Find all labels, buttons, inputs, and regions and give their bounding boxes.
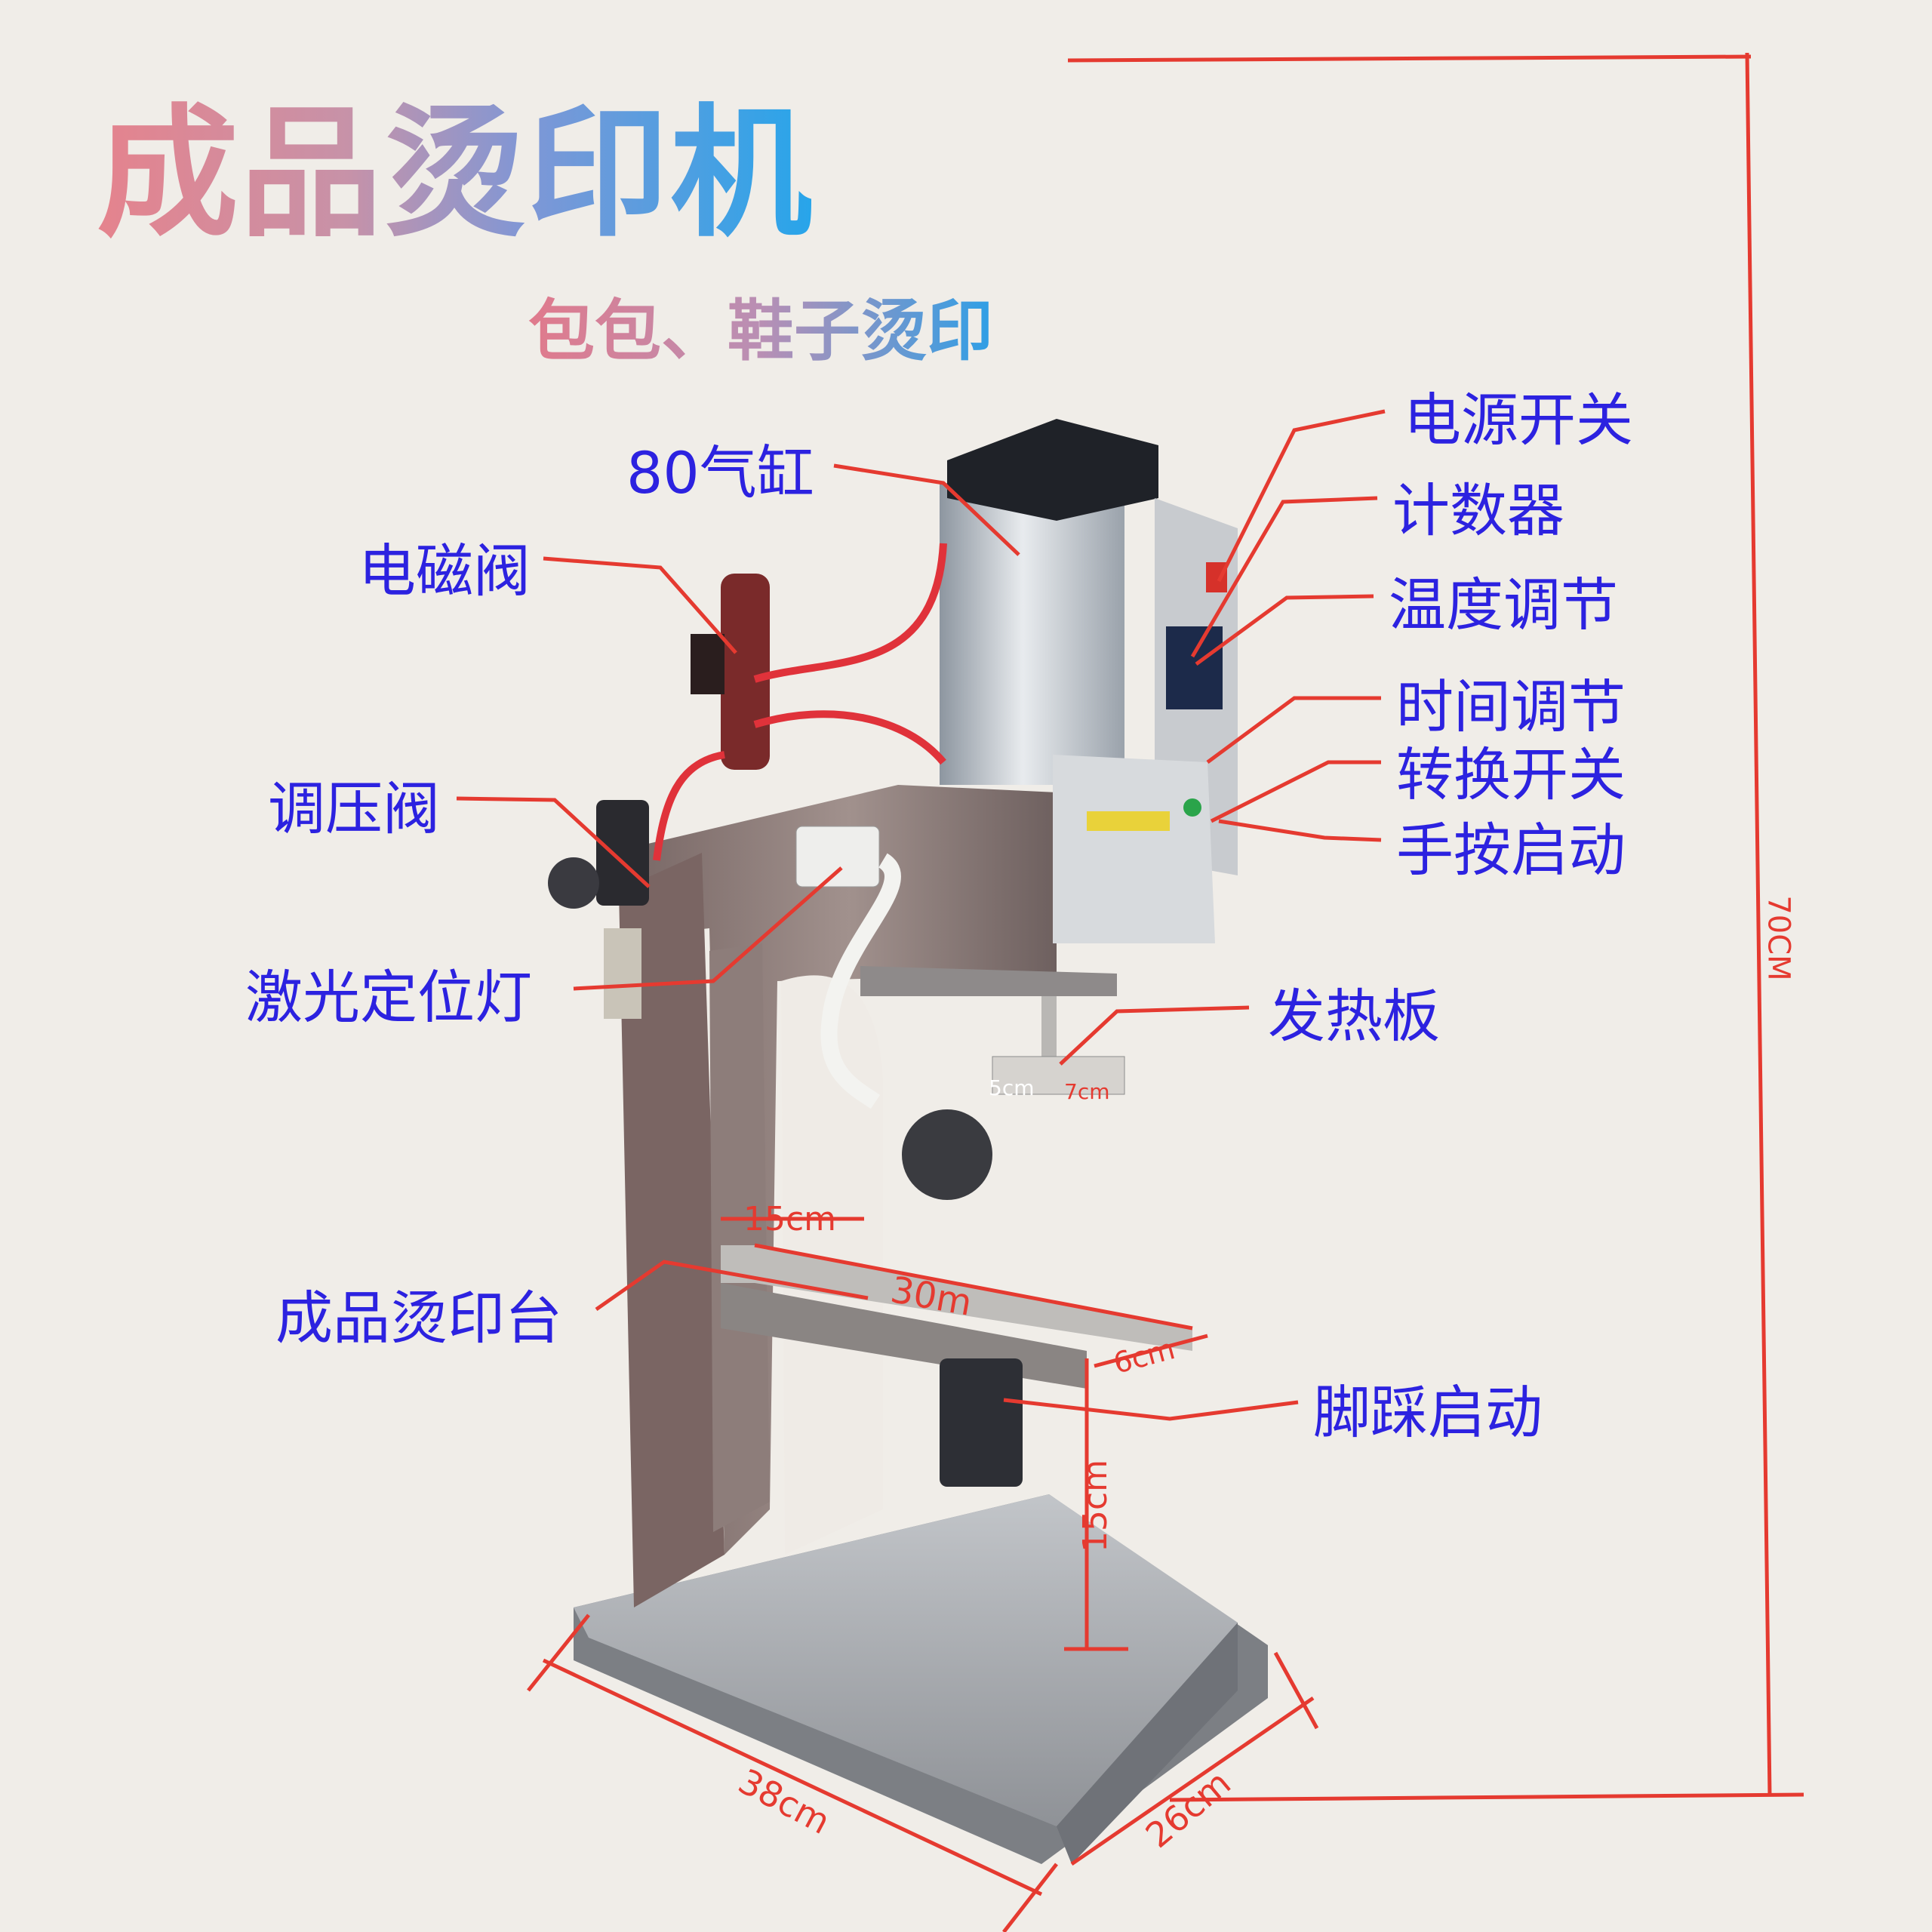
label-laser-light: 激光定位灯 (245, 964, 532, 1031)
machine-frame (619, 785, 1057, 1607)
label-counter: 计数器 (1392, 477, 1564, 544)
machine-base (574, 1494, 1268, 1864)
laser-light (795, 826, 880, 888)
label-time-adjust: 时间调节 (1396, 673, 1626, 740)
label-power-switch: 电源开关 (1404, 386, 1633, 454)
label-mode-switch: 转换开关 (1396, 741, 1626, 808)
leader-lines-left (456, 463, 1020, 1312)
page-subtitle: 包包、鞋子烫印 (528, 278, 993, 374)
label-solenoid-valve: 电磁阀 (358, 537, 531, 605)
label-foot-start: 脚踩启动 (1313, 1379, 1543, 1446)
label-heating-plate: 发热板 (1268, 983, 1440, 1050)
dim-plate-b: 7cm (1064, 1079, 1110, 1104)
label-temp-adjust: 温度调节 (1389, 571, 1618, 638)
cylinder-80 (940, 419, 1158, 785)
solenoid-valve (691, 574, 770, 770)
dim-table-offset: 15cm (743, 1200, 837, 1238)
stamping-table (721, 1245, 1192, 1487)
label-stamping-table: 成品烫印台 (275, 1284, 562, 1352)
pressure-regulator (548, 800, 649, 1019)
heating-plate (860, 966, 1125, 1200)
leader-lines-right (1003, 409, 1386, 1421)
label-cylinder: 80气缸 (626, 439, 814, 506)
dimension-lines (527, 52, 1804, 1932)
label-manual-start: 手按启动 (1396, 817, 1626, 884)
label-pressure-valve: 调压阀 (268, 775, 440, 842)
dim-plate-a: 5cm (989, 1075, 1035, 1100)
dim-table-height: 15cm (1076, 1459, 1115, 1553)
dim-height: 70CM (1761, 895, 1796, 981)
control-box (1053, 498, 1238, 943)
page-title: 成品烫印机 (97, 59, 814, 264)
